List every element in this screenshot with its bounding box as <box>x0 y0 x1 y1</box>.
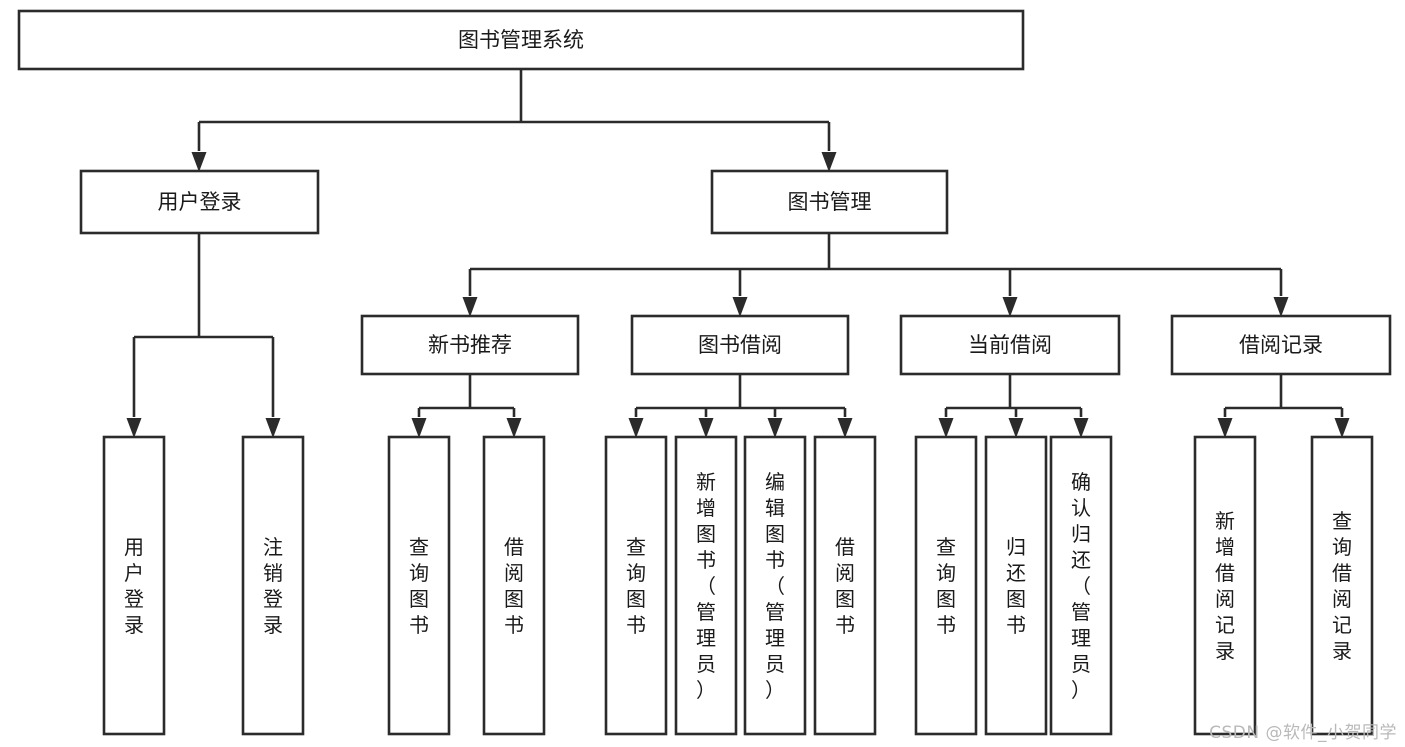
node-label-leaf-logout: 注销登录 <box>263 535 283 637</box>
node-label-leaf-query-book-2: 查询图书 <box>626 535 646 637</box>
node-box-leaf-confirm-return[interactable] <box>1049 435 1113 736</box>
node-current-borrow[interactable]: 当前借阅 <box>899 314 1121 376</box>
node-label-leaf-query-book-3: 查询图书 <box>936 535 956 637</box>
edge-arrowhead <box>1002 297 1018 317</box>
node-box-leaf-borrow-book-2[interactable] <box>813 435 877 736</box>
node-label-current-borrow: 当前借阅 <box>968 333 1052 357</box>
node-leaf-query-book-3[interactable]: 查询图书 <box>914 435 978 736</box>
node-label-leaf-add-book: 新增图书（管理员） <box>696 470 716 702</box>
edge-arrowhead <box>1217 418 1233 438</box>
node-leaf-logout[interactable]: 注销登录 <box>241 435 305 736</box>
edge-group-new-book-recommend-children <box>411 374 522 438</box>
node-label-user-login: 用户登录 <box>158 190 242 214</box>
edge-arrowhead <box>1073 418 1089 438</box>
node-box-current-borrow[interactable] <box>899 314 1121 376</box>
node-label-book-manage: 图书管理 <box>788 190 872 214</box>
node-label-leaf-add-borrow-record: 新增借阅记录 <box>1215 509 1235 663</box>
node-label-book-borrow: 图书借阅 <box>698 333 782 357</box>
node-label-leaf-user-login: 用户登录 <box>124 535 144 637</box>
node-box-leaf-query-book-2[interactable] <box>604 435 668 736</box>
node-box-book-borrow[interactable] <box>630 314 850 376</box>
node-leaf-query-book-2[interactable]: 查询图书 <box>604 435 668 736</box>
watermark-text: CSDN @软件_小贺同学 <box>1209 723 1397 743</box>
node-label-leaf-query-borrow-record: 查询借阅记录 <box>1332 509 1352 663</box>
node-root[interactable]: 图书管理系统 <box>17 9 1025 71</box>
edge-arrowhead <box>462 297 478 317</box>
node-label-borrow-record: 借阅记录 <box>1239 333 1323 357</box>
edge-arrowhead <box>698 418 714 438</box>
edge-arrowhead <box>265 418 281 438</box>
edge-group-book-manage-children <box>462 233 1289 317</box>
node-box-leaf-query-borrow-record[interactable] <box>1310 435 1374 736</box>
node-leaf-user-login[interactable]: 用户登录 <box>102 435 166 736</box>
node-box-leaf-edit-book[interactable] <box>743 435 807 736</box>
edge-arrowhead <box>821 152 837 172</box>
edge-arrowhead <box>1273 297 1289 317</box>
node-label-leaf-borrow-book-1: 借阅图书 <box>504 535 524 637</box>
node-box-leaf-query-book-3[interactable] <box>914 435 978 736</box>
node-book-borrow[interactable]: 图书借阅 <box>630 314 850 376</box>
edge-arrowhead <box>191 152 207 172</box>
node-label-leaf-return-book: 归还图书 <box>1006 535 1026 637</box>
edge-arrowhead <box>732 297 748 317</box>
node-leaf-add-borrow-record[interactable]: 新增借阅记录 <box>1193 435 1257 736</box>
node-box-new-book-recommend[interactable] <box>360 314 580 376</box>
node-label-root: 图书管理系统 <box>458 28 584 52</box>
node-leaf-confirm-return[interactable]: 确认归还（管理员） <box>1049 435 1113 736</box>
node-label-leaf-confirm-return: 确认归还（管理员） <box>1071 470 1091 702</box>
edge-arrowhead <box>628 418 644 438</box>
edges-layer <box>126 69 1350 438</box>
edge-arrowhead <box>767 418 783 438</box>
edge-arrowhead <box>506 418 522 438</box>
edge-group-root-children <box>191 69 837 172</box>
node-label-leaf-query-book-1: 查询图书 <box>409 535 429 637</box>
node-leaf-borrow-book-1[interactable]: 借阅图书 <box>482 435 546 736</box>
node-box-leaf-query-book-1[interactable] <box>387 435 451 736</box>
edge-group-user-login-children <box>126 233 281 438</box>
edge-arrowhead <box>1008 418 1024 438</box>
edge-arrowhead <box>1334 418 1350 438</box>
node-leaf-edit-book[interactable]: 编辑图书（管理员） <box>743 435 807 736</box>
node-user-login[interactable]: 用户登录 <box>79 169 320 235</box>
nodes-layer: 图书管理系统用户登录图书管理新书推荐图书借阅当前借阅借阅记录用户登录注销登录查询… <box>17 9 1392 736</box>
node-borrow-record[interactable]: 借阅记录 <box>1170 314 1392 376</box>
node-box-leaf-logout[interactable] <box>241 435 305 736</box>
edge-arrowhead <box>938 418 954 438</box>
edge-group-current-borrow-children <box>938 374 1089 438</box>
node-label-leaf-edit-book: 编辑图书（管理员） <box>765 470 785 702</box>
edge-group-borrow-record-children <box>1217 374 1350 438</box>
node-leaf-query-borrow-record[interactable]: 查询借阅记录 <box>1310 435 1374 736</box>
node-leaf-query-book-1[interactable]: 查询图书 <box>387 435 451 736</box>
edge-arrowhead <box>837 418 853 438</box>
node-label-leaf-borrow-book-2: 借阅图书 <box>835 535 855 637</box>
edge-arrowhead <box>126 418 142 438</box>
node-box-user-login[interactable] <box>79 169 320 235</box>
node-book-manage[interactable]: 图书管理 <box>710 169 949 235</box>
node-box-leaf-borrow-book-1[interactable] <box>482 435 546 736</box>
node-box-book-manage[interactable] <box>710 169 949 235</box>
edge-group-book-borrow-children <box>628 374 853 438</box>
node-box-root[interactable] <box>17 9 1025 71</box>
node-leaf-return-book[interactable]: 归还图书 <box>984 435 1048 736</box>
node-leaf-borrow-book-2[interactable]: 借阅图书 <box>813 435 877 736</box>
node-box-leaf-return-book[interactable] <box>984 435 1048 736</box>
node-box-borrow-record[interactable] <box>1170 314 1392 376</box>
node-leaf-add-book[interactable]: 新增图书（管理员） <box>674 435 738 736</box>
node-box-leaf-add-book[interactable] <box>674 435 738 736</box>
edge-arrowhead <box>411 418 427 438</box>
node-new-book-recommend[interactable]: 新书推荐 <box>360 314 580 376</box>
node-box-leaf-add-borrow-record[interactable] <box>1193 435 1257 736</box>
node-box-leaf-user-login[interactable] <box>102 435 166 736</box>
node-label-new-book-recommend: 新书推荐 <box>428 333 512 357</box>
